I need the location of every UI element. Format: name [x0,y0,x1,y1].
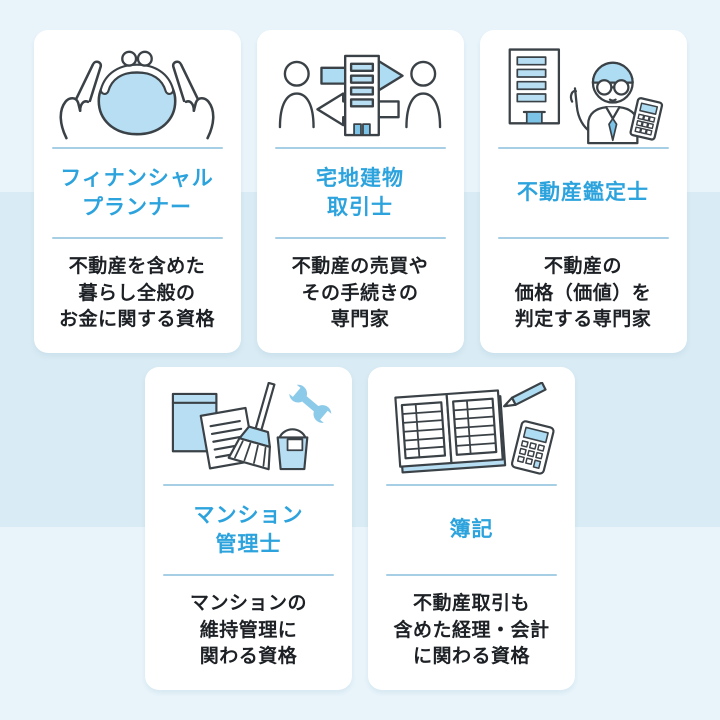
card-financial-planner: フィナンシャル プランナー 不動産を含めた 暮らし全般の お金に関する資格 [33,30,241,353]
card-takken: 宅地建物 取引士 不動産の売買や その手続きの 専門家 [256,30,464,353]
infographic: フィナンシャル プランナー 不動産を含めた 暮らし全般の お金に関する資格 [0,0,720,690]
card-bookkeeping: 簿記 不動産取引も 含めた経理・会計 に関わる資格 [368,367,575,690]
divider [386,484,557,486]
card-title: フィナンシャル プランナー [60,166,214,219]
card-title: マンション 管理士 [193,503,304,556]
card-description: 不動産の 価格（価値）を 判定する専門家 [514,256,652,331]
card-description: 不動産の売買や その手続きの 専門家 [291,256,429,331]
card-row-top: フィナンシャル プランナー 不動産を含めた 暮らし全般の お金に関する資格 [0,0,720,353]
cleaning-tools-icon [171,381,333,470]
card-mansion-manager: マンション 管理士 マンションの 維持管理に 関わる資格 [145,367,352,690]
divider [163,574,334,576]
ledger-calculator-icon [393,381,555,475]
card-title: 簿記 [449,518,494,542]
people-building-exchange-icon [278,54,442,136]
card-description: マンションの 維持管理に 関わる資格 [189,593,307,668]
divider [386,574,557,576]
icon-box [145,367,352,484]
icon-box [368,367,575,484]
divider [274,237,446,239]
card-row-bottom: マンション 管理士 マンションの 維持管理に 関わる資格 [0,367,720,690]
card-title: 不動産鑑定士 [517,181,649,205]
divider [497,237,669,239]
card-title: 宅地建物 取引士 [316,166,404,219]
divider [51,147,223,149]
divider [163,484,334,486]
divider [274,147,446,149]
divider [51,237,223,239]
divider [497,147,669,149]
icon-box [480,30,687,147]
card-description: 不動産を含めた 暮らし全般の お金に関する資格 [58,256,215,331]
card-description: 不動産取引も 含めた経理・会計 に関わる資格 [393,593,550,668]
card-real-estate-appraiser: 不動産鑑定士 不動産の 価格（価値）を 判定する専門家 [479,30,687,353]
icon-box [34,30,241,147]
building-appraiser-icon [508,47,664,144]
purse-in-hands-icon [59,50,215,139]
icon-box [257,30,464,147]
